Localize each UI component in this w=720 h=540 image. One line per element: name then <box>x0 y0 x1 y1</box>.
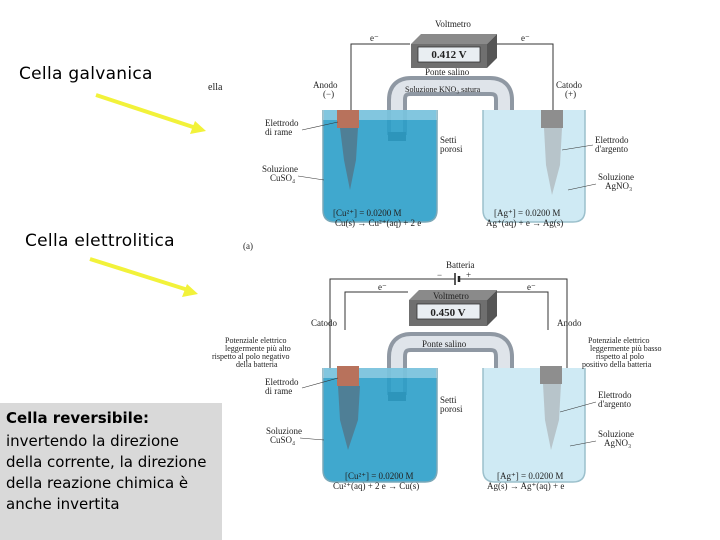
voltmeter-side <box>487 34 497 68</box>
ag-concentration: [Ag⁺] = 0.0200 M <box>494 208 560 218</box>
anode-label: Anodo <box>313 80 338 90</box>
voltmeter-display-b <box>416 303 481 320</box>
porous-label-2: porosi <box>440 144 463 154</box>
reversible-cell-text: invertendo la direzione della corrente, … <box>6 432 207 513</box>
cuso4-label-1: Soluzione <box>262 164 298 174</box>
silver-electrode-b <box>540 366 562 384</box>
battery-minus: − <box>437 270 442 280</box>
right-potential-3: rispetto al polo <box>596 352 644 361</box>
cu-reaction-b: Cu²⁺(aq) + 2 e → Cu(s) <box>333 481 419 491</box>
cu-concentration-b: [Cu²⁺] = 0.0200 M <box>345 471 414 481</box>
voltmeter-reading-b: 0.450 V <box>430 307 465 319</box>
arrow-electrolytic <box>89 257 198 297</box>
salt-solution-label: Soluzione KNO₃ satura <box>405 85 481 94</box>
salt-bridge-inner <box>391 80 510 135</box>
cathode-sign: (+) <box>565 89 576 99</box>
arrow-galvanic <box>95 93 206 134</box>
voltmeter-wire-left <box>344 291 408 330</box>
porous-label-1-b: Setti <box>440 395 457 405</box>
silver-electrode-label-1: Elettrodo <box>595 135 629 145</box>
cathode-label: Catodo <box>556 80 582 90</box>
partial-caption: ella <box>208 82 223 93</box>
battery-wire-right <box>459 278 568 370</box>
left-potential-4: della batteria <box>236 360 278 369</box>
electron-label-right-b: e⁻ <box>527 282 536 292</box>
left-potential-3: rispetto al polo negativo <box>212 352 290 361</box>
voltmeter-title: Voltmetro <box>435 19 471 29</box>
agno3-label-1-b: Soluzione <box>598 429 634 439</box>
beaker-cuso4-rim-b <box>323 368 437 378</box>
right-potential-4: positivo della batteria <box>582 360 652 369</box>
left-potential-2: leggermente più alto <box>225 344 291 353</box>
voltmeter-title-b: Voltmetro <box>433 291 469 301</box>
electron-label-left: e⁻ <box>370 33 379 43</box>
agno3-label-2: AgNO₃ <box>605 181 632 191</box>
cuso4-label-2: CuSO₄ <box>270 173 295 183</box>
beaker-cuso4-rim <box>323 110 437 120</box>
battery-plus: + <box>466 270 471 280</box>
silver-electrode <box>541 110 563 128</box>
voltmeter-wire-right <box>496 291 549 330</box>
anode-label-b: Anodo <box>557 318 582 328</box>
copper-electrode <box>337 110 359 128</box>
electron-label-right: e⁻ <box>521 33 530 43</box>
cu-reaction: Cu(s) → Cu²⁺(aq) + 2 e <box>335 218 421 228</box>
galvanic-cell-label: Cella galvanica <box>19 64 153 84</box>
cuso4-label-2-b: CuSO₄ <box>270 435 295 445</box>
copper-electrode-submerged <box>340 128 358 190</box>
electrolytic-cell-label: Cella elettrolitica <box>25 231 175 251</box>
ag-reaction: Ag⁺(aq) + e → Ag(s) <box>486 218 563 228</box>
reversible-cell-note: Cella reversibile: invertendo la direzio… <box>0 403 222 540</box>
beaker-agno3 <box>482 110 586 223</box>
copper-electrode-b <box>337 366 359 386</box>
wire-left <box>350 43 410 112</box>
cu-concentration: [Cu²⁺] = 0.0200 M <box>333 208 402 218</box>
cathode-label-b: Catodo <box>311 318 337 328</box>
copper-electrode-submerged-b <box>338 386 360 450</box>
reversible-cell-title: Cella reversibile: <box>6 409 149 427</box>
silver-electrode-label-2: d'argento <box>595 144 628 154</box>
silver-electrode-label-1-b: Elettrodo <box>598 390 632 400</box>
wire-right <box>496 43 554 112</box>
voltmeter-reading: 0.412 V <box>431 49 466 61</box>
right-potential-2: leggermente più basso <box>590 344 662 353</box>
ag-reaction-b: Ag(s) → Ag⁺(aq) + e <box>487 481 564 491</box>
copper-electrode-label-1: Elettrodo <box>265 118 299 128</box>
silver-electrode-submerged <box>544 128 562 195</box>
voltmeter-side-b <box>487 290 497 326</box>
galvanic-figure: ella e⁻ e⁻ Voltmetro 0.412 V Ponte salin… <box>208 19 634 251</box>
ag-concentration-b: [Ag⁺] = 0.0200 M <box>497 471 563 481</box>
silver-electrode-label-2-b: d'argento <box>598 399 631 409</box>
cuso4-label-1-b: Soluzione <box>266 426 302 436</box>
right-potential-1: Potenziale elettrico <box>588 336 650 345</box>
battery-wire-left <box>329 278 455 370</box>
left-potential-1: Potenziale elettrico <box>225 336 287 345</box>
salt-bridge-label: Ponte salino <box>425 67 470 77</box>
porous-label-2-b: porosi <box>440 404 463 414</box>
salt-bridge-inner-b <box>391 336 510 395</box>
copper-electrode-label-2: di rame <box>265 127 292 137</box>
silver-electrode-submerged-b <box>543 384 561 450</box>
agno3-label-1: Soluzione <box>598 172 634 182</box>
anode-sign: (−) <box>323 89 334 99</box>
electron-label-left-b: e⁻ <box>378 282 387 292</box>
porous-label-1: Setti <box>440 135 457 145</box>
salt-bridge-label-b: Ponte salino <box>422 339 467 349</box>
voltmeter-top-b <box>409 290 497 300</box>
copper-electrode-label-1-b: Elettrodo <box>265 377 299 387</box>
voltmeter-top <box>411 34 497 44</box>
panel-label: (a) <box>243 241 253 251</box>
electrolytic-figure: Batteria − + e⁻ e⁻ Voltmetro 0.450 V Pon… <box>212 260 662 491</box>
voltmeter-display <box>417 46 481 63</box>
copper-electrode-label-2-b: di rame <box>265 386 292 396</box>
agno3-label-2-b: AgNO₃ <box>604 438 631 448</box>
beaker-agno3-b <box>482 368 586 483</box>
battery-label: Batteria <box>446 260 475 270</box>
